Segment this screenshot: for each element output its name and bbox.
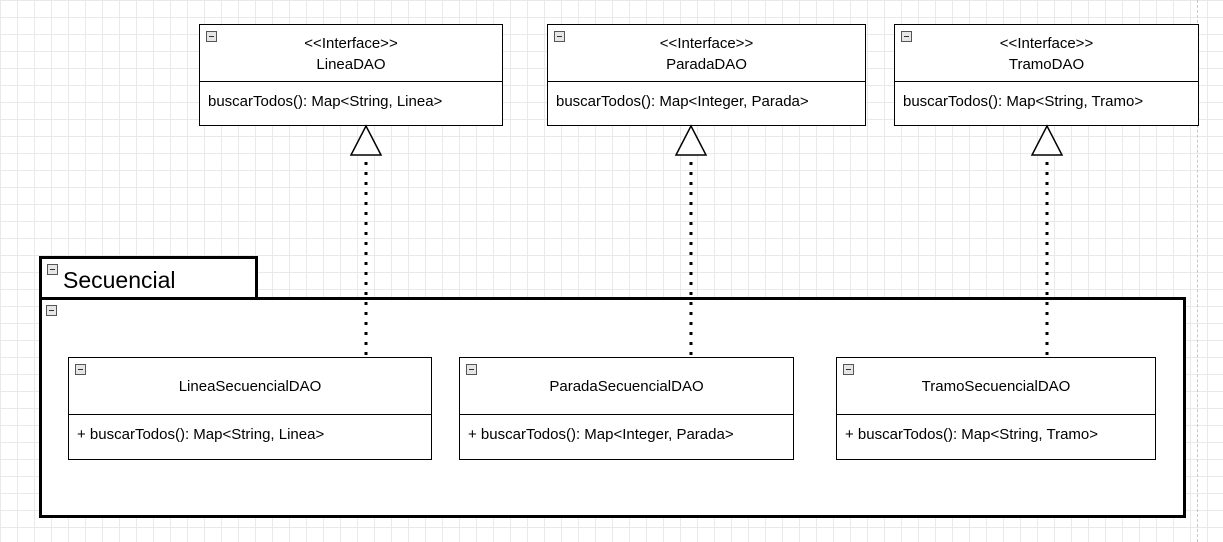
class-method: + buscarTodos(): Map<String, Linea> [77, 426, 325, 443]
interface-tramo-dao[interactable]: <<Interface>> TramoDAO buscarTodos(): Ma… [894, 24, 1199, 126]
collapse-icon[interactable] [554, 31, 565, 42]
interface-name: ParadaDAO [666, 56, 747, 73]
class-method: + buscarTodos(): Map<Integer, Parada> [468, 426, 734, 443]
collapse-icon[interactable] [46, 305, 57, 316]
interface-method: buscarTodos(): Map<String, Linea> [208, 93, 443, 110]
package-tab[interactable]: Secuencial [39, 256, 258, 299]
interface-linea-dao[interactable]: <<Interface>> LineaDAO buscarTodos(): Ma… [199, 24, 503, 126]
interface-header: <<Interface>> LineaDAO [200, 25, 502, 82]
collapse-icon[interactable] [843, 364, 854, 375]
interface-stereotype: <<Interface>> [659, 35, 754, 52]
collapse-icon[interactable] [47, 264, 58, 275]
class-linea-secuencial-dao[interactable]: LineaSecuencialDAO + buscarTodos(): Map<… [68, 357, 432, 460]
class-header: TramoSecuencialDAO [837, 358, 1155, 415]
interface-method: buscarTodos(): Map<Integer, Parada> [556, 93, 809, 110]
interface-stereotype: <<Interface>> [999, 35, 1094, 52]
class-parada-secuencial-dao[interactable]: ParadaSecuencialDAO + buscarTodos(): Map… [459, 357, 794, 460]
interface-header: <<Interface>> TramoDAO [895, 25, 1198, 82]
class-method: + buscarTodos(): Map<String, Tramo> [845, 426, 1099, 443]
class-name: TramoSecuencialDAO [921, 378, 1071, 395]
collapse-icon[interactable] [466, 364, 477, 375]
collapse-icon[interactable] [901, 31, 912, 42]
class-tramo-secuencial-dao[interactable]: TramoSecuencialDAO + buscarTodos(): Map<… [836, 357, 1156, 460]
interface-stereotype: <<Interface>> [304, 35, 398, 52]
interface-header: <<Interface>> ParadaDAO [548, 25, 865, 82]
interface-parada-dao[interactable]: <<Interface>> ParadaDAO buscarTodos(): M… [547, 24, 866, 126]
interface-name: TramoDAO [1008, 56, 1085, 73]
package-name: Secuencial [63, 267, 176, 293]
page-break-line [1197, 0, 1198, 542]
collapse-icon[interactable] [206, 31, 217, 42]
class-header: ParadaSecuencialDAO [460, 358, 793, 415]
class-name: LineaSecuencialDAO [178, 378, 322, 395]
interface-method: buscarTodos(): Map<String, Tramo> [903, 93, 1144, 110]
interface-name: LineaDAO [316, 56, 386, 73]
collapse-icon[interactable] [75, 364, 86, 375]
class-name: ParadaSecuencialDAO [549, 378, 704, 395]
hollow-triangle-arrowhead-icon [674, 124, 708, 156]
hollow-triangle-arrowhead-icon [1030, 124, 1064, 156]
class-header: LineaSecuencialDAO [69, 358, 431, 415]
hollow-triangle-arrowhead-icon [349, 124, 383, 156]
